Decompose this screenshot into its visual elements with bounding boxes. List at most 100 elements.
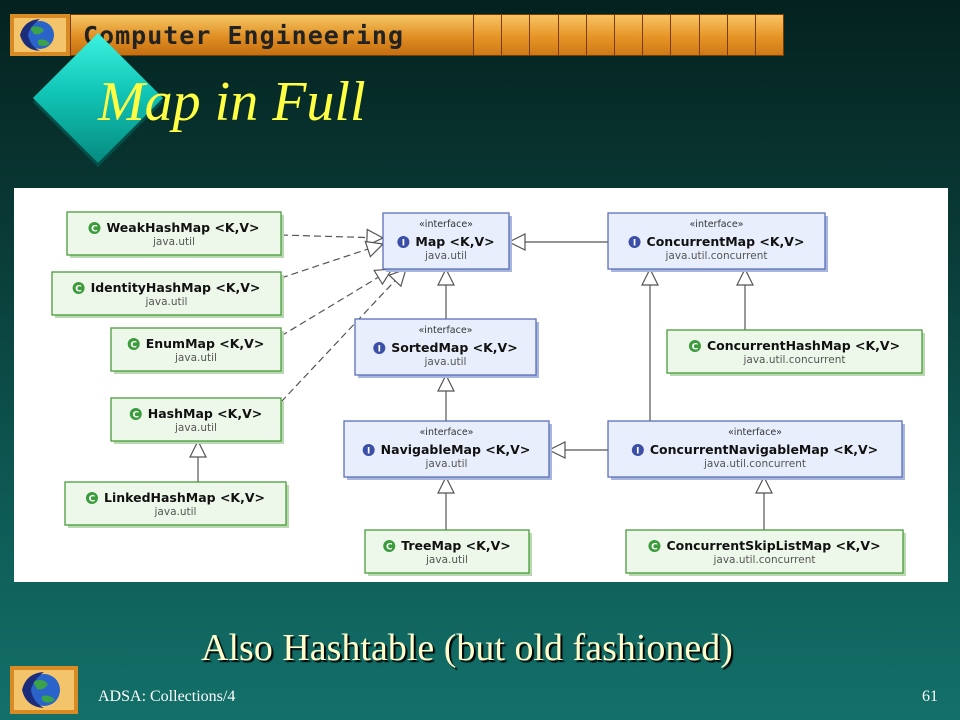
node-package: java.util	[424, 356, 467, 368]
svg-text:C: C	[75, 284, 82, 294]
svg-text:I: I	[633, 238, 636, 248]
class-icon: C	[88, 222, 101, 234]
uml-node-concurrentnavigablemap: «interface» ConcurrentNavigableMap <K,V> I…	[607, 420, 905, 480]
node-stereotype: «interface»	[690, 219, 744, 230]
uml-node-concurrentskiplistmap: ConcurrentSkipListMap <K,V> Cjava.util.co…	[625, 529, 906, 576]
hollow-arrowhead-icon	[388, 268, 407, 288]
banner-cell	[755, 14, 785, 56]
edge-hashmap-to-map	[280, 268, 407, 403]
slide-caption: Also Hashtable (but old fashioned)	[201, 627, 733, 669]
svg-text:I: I	[636, 446, 639, 456]
node-package: java.util	[174, 422, 217, 434]
edge-enummap-to-map	[280, 268, 394, 337]
class-icon: C	[648, 540, 661, 552]
hollow-arrowhead-icon	[641, 267, 659, 286]
node-package: java.util	[174, 352, 217, 364]
svg-text:I: I	[367, 446, 370, 456]
edge-concurrentmap-to-map	[507, 233, 608, 251]
svg-text:C: C	[651, 542, 658, 552]
class-icon: C	[688, 340, 701, 352]
node-name: TreeMap <K,V>	[401, 538, 511, 553]
edge-concurrentnavigablemap-to-concurrentmap	[641, 267, 659, 421]
hollow-arrowhead-icon	[437, 475, 455, 494]
node-package: java.util	[424, 250, 467, 262]
interface-icon: I	[373, 342, 386, 354]
hollow-arrowhead-icon	[437, 267, 455, 286]
banner-cell	[614, 14, 644, 56]
node-stereotype: «interface»	[420, 427, 474, 438]
node-name: HashMap <K,V>	[148, 406, 262, 421]
page-number: 61	[922, 688, 938, 705]
edge-identityhashmap-to-map	[280, 240, 385, 279]
node-package: java.util.concurrent	[742, 354, 845, 366]
hollow-arrowhead-icon	[736, 267, 754, 286]
uml-node-concurrenthashmap: ConcurrentHashMap <K,V> Cjava.util.concur…	[666, 329, 925, 376]
hollow-arrowhead-icon	[547, 441, 566, 459]
node-package: java.util.concurrent	[712, 554, 815, 566]
node-package: java.util.concurrent	[703, 458, 806, 470]
interface-icon: I	[397, 236, 410, 248]
node-package: java.util	[425, 458, 468, 470]
slide-title: Map in Full	[98, 71, 366, 133]
node-stereotype: «interface»	[419, 219, 473, 230]
banner-cell	[586, 14, 615, 56]
banner-title: Computer Engineering	[70, 14, 474, 56]
node-package: java.util	[425, 554, 468, 566]
node-name: ConcurrentNavigableMap <K,V>	[650, 442, 878, 457]
banner-cell	[474, 14, 503, 56]
hollow-arrowhead-icon	[366, 228, 385, 247]
node-package: java.util	[145, 296, 188, 308]
hollow-arrowhead-icon	[189, 439, 207, 458]
interface-icon: I	[631, 444, 644, 456]
node-package: java.util.concurrent	[664, 250, 767, 262]
banner-cell	[558, 14, 587, 56]
class-icon: C	[127, 338, 140, 350]
node-name: ConcurrentSkipListMap <K,V>	[666, 538, 880, 553]
node-stereotype: «interface»	[419, 325, 473, 336]
hollow-arrowhead-icon	[507, 233, 526, 251]
node-package: java.util	[154, 506, 197, 518]
banner-cell	[699, 14, 728, 56]
edge-weakhashmap-to-map	[280, 228, 385, 247]
class-icon: C	[383, 540, 396, 552]
footer-globe-logo-icon	[10, 666, 78, 714]
hollow-arrowhead-icon	[755, 475, 773, 494]
node-name: EnumMap <K,V>	[146, 336, 265, 351]
svg-text:C: C	[386, 542, 393, 552]
interface-icon: I	[362, 444, 375, 456]
globe-logo-icon	[10, 14, 70, 56]
svg-text:C: C	[91, 224, 98, 234]
banner-text: Computer Engineering	[83, 20, 405, 50]
node-name: ConcurrentMap <K,V>	[647, 234, 805, 249]
banner-cell	[727, 14, 756, 56]
node-package: java.util	[152, 236, 195, 248]
svg-text:C: C	[89, 494, 96, 504]
node-name: WeakHashMap <K,V>	[106, 220, 259, 235]
edge-concurrenthashmap-to-concurrentmap	[736, 267, 754, 330]
class-icon: C	[72, 282, 85, 294]
hollow-arrowhead-icon	[437, 373, 455, 392]
edge-linkedhashmap-to-hashmap	[189, 439, 207, 482]
node-name: LinkedHashMap <K,V>	[104, 490, 265, 505]
edge-concurrentnavigablemap-to-navigablemap	[547, 441, 608, 459]
footer-course: ADSA: Collections/4	[98, 688, 236, 705]
node-name: NavigableMap <K,V>	[381, 442, 531, 457]
svg-text:C: C	[132, 410, 139, 420]
uml-node-concurrentmap: «interface» ConcurrentMap <K,V> Ijava.util…	[607, 212, 828, 272]
node-name: ConcurrentHashMap <K,V>	[707, 338, 900, 353]
class-icon: C	[129, 408, 142, 420]
svg-text:I: I	[378, 344, 381, 354]
uml-diagram-canvas: WeakHashMap <K,V>Cjava.utilIdentityHashM…	[51, 211, 925, 576]
node-stereotype: «interface»	[728, 427, 782, 438]
svg-text:C: C	[130, 340, 137, 350]
banner-cells	[474, 14, 785, 56]
banner-cell	[502, 14, 531, 56]
